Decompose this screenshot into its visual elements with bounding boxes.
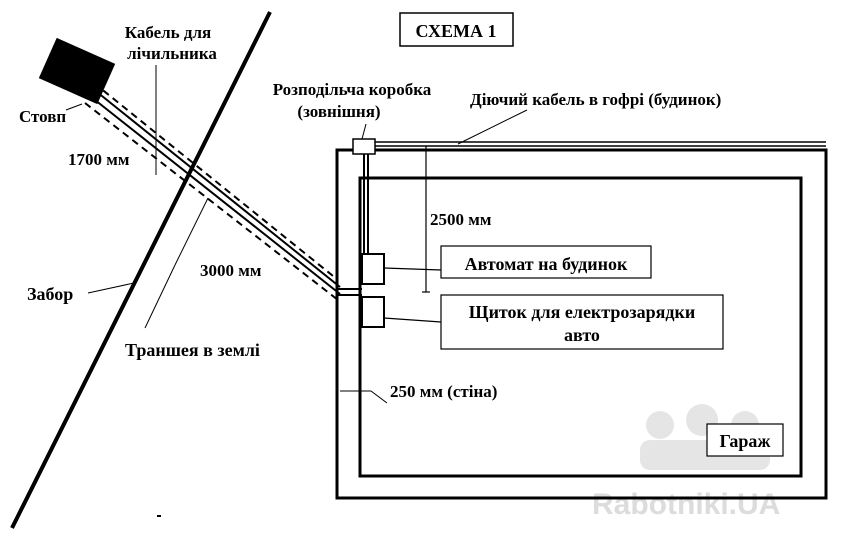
breaker-leader: [383, 267, 442, 271]
pole-label: Стовп: [19, 107, 66, 126]
trench-lower-edge: [84, 102, 339, 301]
junction-box-label-line-1: Розподільча коробка: [273, 80, 432, 99]
watermark-text: Rabotniki.UA: [592, 488, 780, 521]
trench-leader-2: [174, 197, 209, 266]
fence-label: Забор: [27, 284, 73, 304]
garage-label: Гараж: [720, 431, 772, 451]
charger-label-line-2: авто: [564, 325, 600, 345]
breaker-label: Автомат на будинок: [465, 254, 628, 274]
fence-leader: [87, 282, 135, 294]
garage-label-box: [706, 423, 784, 457]
charger-leader: [383, 317, 442, 323]
junction-box-label-line-2: (зовнішня): [297, 102, 380, 121]
garage-outer-wall: [335, 148, 828, 500]
active-cable-label: Діючий кабель в гофрі (будинок): [470, 90, 721, 109]
charger-panel-box: [361, 296, 385, 328]
active-cable-leader: [457, 109, 528, 145]
charger-label-box: [440, 294, 724, 350]
dimension-3000-label: 3000 мм: [200, 261, 262, 280]
junction-box: [352, 138, 376, 155]
breaker-label-box: [440, 245, 652, 279]
watermark: Rabotniki.UA: [592, 404, 780, 521]
junction-box-leader: [361, 123, 367, 140]
pole-leader: [65, 103, 83, 111]
dimension-2500-label: 2500 мм: [430, 210, 492, 229]
wall-leader-2: [370, 390, 388, 404]
wall-thickness-label: 250 мм (стіна): [390, 382, 497, 401]
meter-cable-label-line-1: Кабель для: [125, 23, 212, 42]
meter-cable-label-line-2: лічильника: [127, 44, 217, 63]
dimension-1700-label: 1700 мм: [68, 150, 130, 169]
meter-cable-line-1: [91, 87, 341, 288]
trench-upper-edge: [93, 82, 339, 281]
diagram-title: СХЕМА 1: [415, 21, 496, 41]
fence-line: [10, 11, 272, 529]
pole-icon: [38, 37, 116, 105]
breaker-box: [361, 253, 385, 285]
title-box: [399, 12, 514, 47]
charger-label-line-1: Щиток для електрозарядки: [469, 302, 695, 322]
garage-inner-wall: [358, 176, 803, 478]
trench-label: Траншея в землі: [125, 340, 260, 360]
meter-cable-line-2: [89, 95, 341, 295]
trench-leader-1: [144, 264, 176, 329]
